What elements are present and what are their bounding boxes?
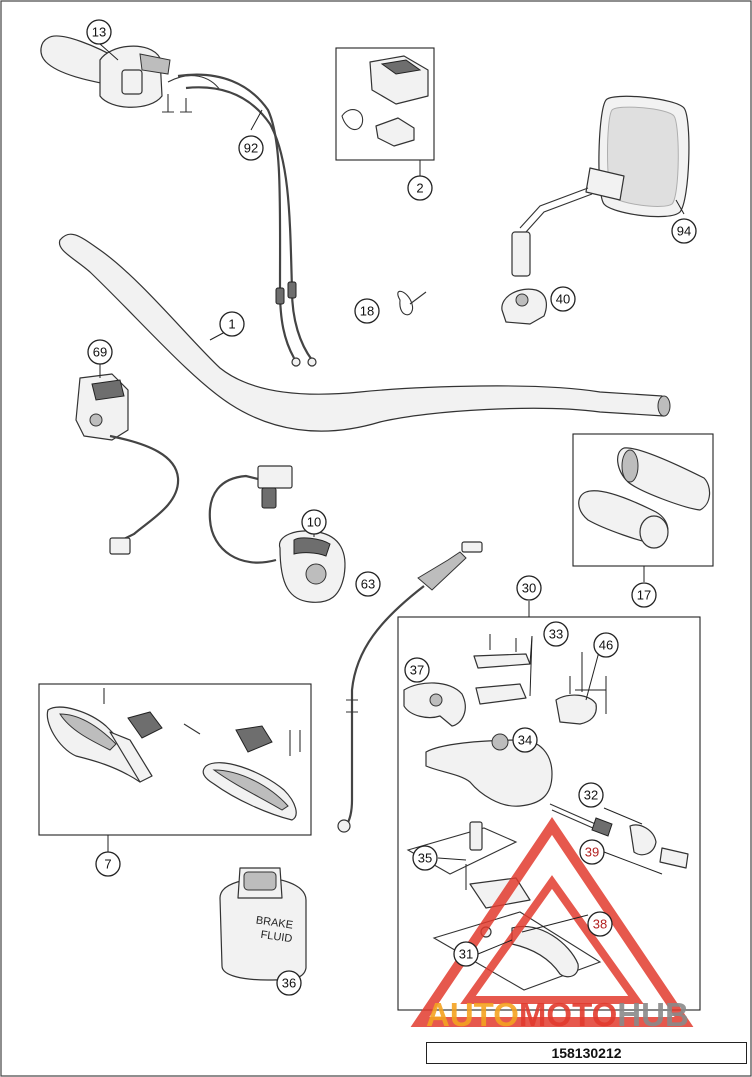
callout-69: 69 [87, 339, 113, 365]
callout-label: 7 [104, 857, 111, 872]
combination-switch [208, 465, 346, 603]
callout-label: 31 [459, 947, 473, 962]
callout-2: 2 [407, 175, 433, 201]
brake-fluid-bottle [219, 867, 307, 981]
callout-18: 18 [354, 298, 380, 324]
callout-label: 32 [584, 788, 598, 803]
callout-92: 92 [238, 135, 264, 161]
callout-label: 1 [228, 317, 235, 332]
callout-label: 36 [282, 976, 296, 991]
callout-30: 30 [516, 575, 542, 601]
callout-17: 17 [631, 582, 657, 608]
callout-40: 40 [550, 286, 576, 312]
callout-37: 37 [404, 657, 430, 683]
switch-kit-box [335, 47, 435, 176]
drawing-id: 158130212 [551, 1045, 622, 1061]
callout-1: 1 [219, 311, 245, 337]
drawing-id-box: 158130212 [426, 1042, 747, 1064]
callout-label: 30 [522, 581, 536, 596]
cable-tie [397, 290, 427, 316]
brake-line [337, 541, 483, 833]
callout-label: 13 [92, 25, 106, 40]
watermark-part3: HUB [617, 996, 689, 1033]
callout-7: 7 [95, 851, 121, 877]
callout-94: 94 [671, 218, 697, 244]
watermark-part2: MOTO [519, 996, 617, 1033]
mirror-clamp [501, 288, 547, 325]
callout-63: 63 [355, 571, 381, 597]
callout-label: 17 [637, 588, 651, 603]
callout-label: 33 [549, 627, 563, 642]
callout-label: 34 [518, 733, 532, 748]
mirror [511, 95, 690, 277]
handlebar [58, 233, 671, 432]
callout-label: 92 [244, 141, 258, 156]
callout-34: 34 [512, 727, 538, 753]
brake-master-cylinder-box [397, 601, 701, 1011]
callout-label: 37 [410, 663, 424, 678]
hand-guards-box [38, 683, 312, 852]
callout-label: 18 [360, 304, 374, 319]
callout-label: 35 [418, 851, 432, 866]
callout-32: 32 [578, 782, 604, 808]
callout-label: 46 [599, 638, 613, 653]
callout-38: 38 [587, 911, 613, 937]
callout-label: 2 [416, 181, 423, 196]
watermark-part1: AUTO [426, 996, 519, 1033]
grips-kit-box [572, 433, 714, 582]
callout-36: 36 [276, 970, 302, 996]
callout-46: 46 [593, 632, 619, 658]
callout-13: 13 [86, 19, 112, 45]
bottle-label-line2: FLUID [260, 929, 293, 945]
throttle-cables [162, 73, 317, 367]
callout-39: 39 [579, 839, 605, 865]
callout-label: 39 [585, 845, 599, 860]
callout-10: 10 [301, 509, 327, 535]
callout-33: 33 [543, 621, 569, 647]
throttle-grip-assembly [40, 35, 221, 108]
callout-label: 63 [361, 577, 375, 592]
callout-label: 69 [93, 345, 107, 360]
callout-35: 35 [412, 845, 438, 871]
callout-label: 40 [556, 292, 570, 307]
callout-label: 94 [677, 224, 691, 239]
callout-31: 31 [453, 941, 479, 967]
callout-label: 38 [593, 917, 607, 932]
watermark-text: AUTOMOTOHUB [426, 996, 689, 1033]
switch-with-wiring [75, 373, 180, 555]
bottle-label-line1: BRAKE [255, 914, 294, 931]
callout-label: 10 [307, 515, 321, 530]
